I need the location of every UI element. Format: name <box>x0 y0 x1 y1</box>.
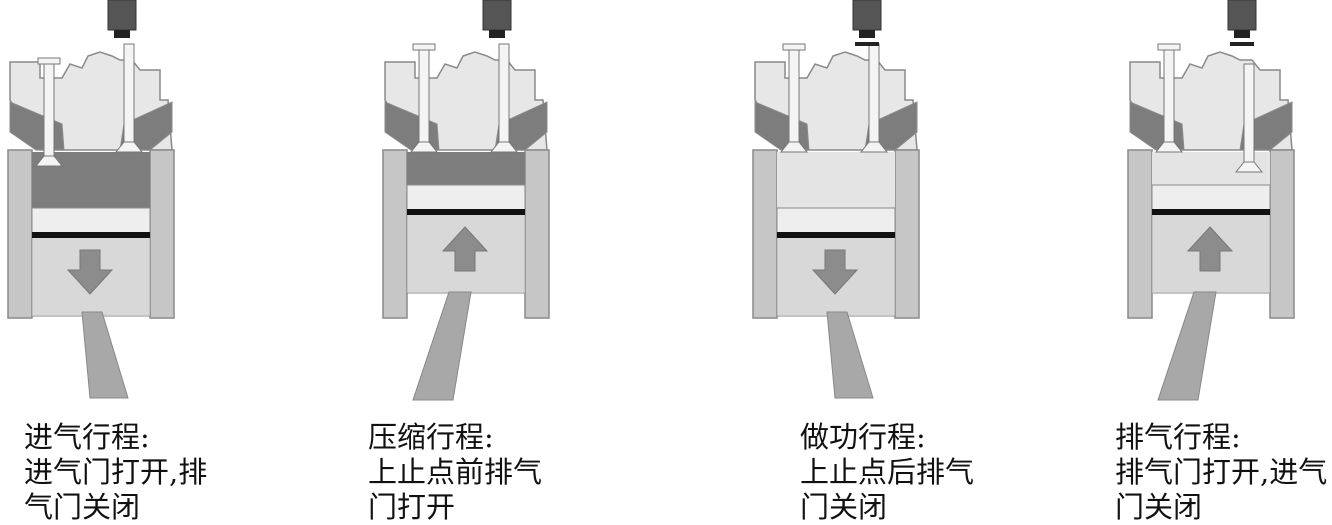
spark-plug-intake <box>107 0 137 31</box>
exhaust-valve-head-compression <box>489 141 519 153</box>
intake-valve-head-compression <box>409 141 439 153</box>
caption-intake: 进气行程: 进气门打开,排 气门关闭 <box>24 420 207 525</box>
spark-plug-tip-compression <box>489 30 505 38</box>
piston-ring-power <box>777 232 895 238</box>
spark-plug-tip-power <box>859 30 875 38</box>
caption-compression-line-2: 门打开 <box>368 490 456 524</box>
intake-valve-head-exhaust <box>1154 141 1184 153</box>
intake-valve-cap-compression <box>412 43 436 51</box>
cylinder-wall-right-power <box>894 149 920 319</box>
intake-valve-cap-intake <box>37 57 61 65</box>
intake-valve-cap-exhaust <box>1157 43 1181 51</box>
caption-compression-line-1: 上止点前排气 <box>368 455 543 489</box>
exhaust-valve-head-exhaust <box>1234 161 1264 173</box>
cylinder-wall-left-compression <box>382 149 408 319</box>
piston-ring-exhaust <box>1152 209 1270 215</box>
spark-plug-power <box>852 0 882 31</box>
chamber-gas-compression <box>407 152 525 185</box>
connecting-rod-intake <box>81 311 129 399</box>
caption-power-title: 做功行程: <box>800 420 926 454</box>
intake-valve-head-power <box>779 141 809 153</box>
piston-ring-intake <box>32 232 150 238</box>
cylinder-wall-right-exhaust <box>1269 149 1295 319</box>
arrow-up-icon <box>1186 226 1234 272</box>
connecting-rod-power <box>826 311 874 399</box>
caption-power: 做功行程: 上止点后排气 门关闭 <box>800 420 974 525</box>
cylinder-compression <box>382 0 550 401</box>
caption-power-line-1: 上止点后排气 <box>800 455 975 489</box>
exhaust-valve-stem-compression <box>498 43 510 149</box>
cylinder-wall-left-intake <box>7 149 33 319</box>
arrow-up-icon <box>441 226 489 272</box>
caption-intake-title: 进气行程: <box>24 420 150 454</box>
intake-valve-stem-intake <box>43 61 55 163</box>
exhaust-valve-stem-intake <box>123 43 135 149</box>
cylinder-wall-right-intake <box>149 149 175 319</box>
connecting-rod-compression <box>412 291 472 401</box>
spark-gap-exhaust <box>1230 42 1254 46</box>
arrow-down-icon <box>811 249 859 295</box>
cylinder-exhaust <box>1127 0 1295 401</box>
cylinder-intake <box>7 0 175 399</box>
spark-plug-compression <box>482 0 512 31</box>
caption-power-line-2: 门关闭 <box>800 490 888 524</box>
caption-exhaust-line-2: 门关闭 <box>1115 490 1203 524</box>
connecting-rod-exhaust <box>1157 291 1217 401</box>
spark-gap-power <box>855 42 879 46</box>
caption-exhaust: 排气行程: 排气门打开,进气 门关闭 <box>1115 420 1327 525</box>
spark-plug-exhaust <box>1227 0 1257 31</box>
intake-valve-stem-power <box>788 47 800 149</box>
cylinder-power <box>752 0 920 399</box>
caption-intake-line-2: 气门关闭 <box>24 490 141 524</box>
exhaust-valve-stem-power <box>868 43 880 149</box>
spark-plug-tip-intake <box>114 30 130 38</box>
cylinder-wall-right-compression <box>524 149 550 319</box>
arrow-down-icon <box>66 249 114 295</box>
intake-valve-stem-compression <box>418 47 430 149</box>
cylinder-wall-left-power <box>752 149 778 319</box>
caption-exhaust-title: 排气行程: <box>1115 420 1241 454</box>
intake-valve-head-intake <box>34 155 64 167</box>
exhaust-valve-head-intake <box>114 141 144 153</box>
intake-valve-stem-exhaust <box>1163 47 1175 149</box>
caption-intake-line-1: 进气门打开,排 <box>24 455 208 489</box>
exhaust-valve-stem-exhaust <box>1243 63 1255 169</box>
caption-compression-title: 压缩行程: <box>368 420 494 454</box>
spark-plug-tip-exhaust <box>1234 30 1250 38</box>
piston-ring-compression <box>407 209 525 215</box>
intake-valve-cap-power <box>782 43 806 51</box>
cylinder-wall-left-exhaust <box>1127 149 1153 319</box>
chamber-gas-power <box>777 152 895 208</box>
caption-compression: 压缩行程: 上止点前排气 门打开 <box>368 420 542 525</box>
exhaust-valve-head-power <box>859 141 889 153</box>
caption-exhaust-line-1: 排气门打开,进气 <box>1115 455 1328 489</box>
